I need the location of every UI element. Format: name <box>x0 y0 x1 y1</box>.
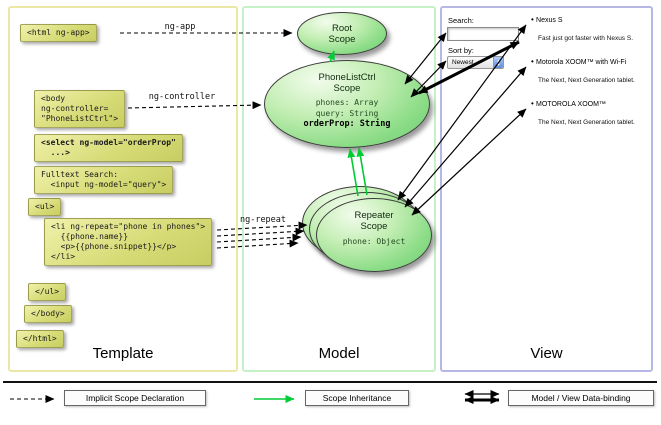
sort-select-value: Newest <box>452 59 474 66</box>
sort-select[interactable]: Newest ▲▼ <box>447 56 504 69</box>
legend-binding-arrow-icon <box>464 390 500 404</box>
legend-dashed-arrow-icon <box>10 395 55 403</box>
sort-by-label: Sort by: <box>448 46 474 55</box>
code-box-body-close: </body> <box>24 305 72 323</box>
code-box-li-repeat: <li ng-repeat="phone in phones"> {{phone… <box>44 218 213 266</box>
phone-item-desc: The Next, Next Generation tablet. <box>538 119 635 126</box>
model-column-label: Model <box>318 345 360 362</box>
phonelistctrl-scope-name: PhoneListCtrl Scope <box>318 72 376 94</box>
search-label: Search: <box>448 16 474 25</box>
code-box-body-open: <body ng-controller= "PhoneListCtrl"> <box>34 90 126 128</box>
phonelistctrl-scope-ellipse: PhoneListCtrl Scope phones: Array query:… <box>264 60 430 148</box>
phonelistctrl-scope-orderprop: orderProp: String <box>303 119 391 129</box>
template-column-label: Template <box>92 345 154 362</box>
phone-list-item: Motorola XOOM™ with Wi-Fi The Next, Next… <box>531 58 656 85</box>
view-column-label: View <box>530 345 563 362</box>
ng-controller-arrow-label: ng-controller <box>148 92 216 102</box>
legend-separator <box>3 381 657 383</box>
legend-inheritance-label: Scope Inheritance <box>305 390 409 406</box>
code-box-fulltext: Fulltext Search: <input ng-model="query"… <box>34 166 174 194</box>
phone-item-desc: Fast just got faster with Nexus S. <box>538 35 634 42</box>
select-stepper-icon: ▲▼ <box>493 57 503 68</box>
root-scope-name: Root Scope <box>328 22 356 45</box>
repeater-scope-props: phone: Object <box>342 237 406 246</box>
root-scope-ellipse: Root Scope <box>297 12 387 55</box>
legend-binding-label: Model / View Data-binding <box>508 390 654 406</box>
search-input[interactable] <box>447 27 519 41</box>
phone-item-title: Motorola XOOM™ with Wi-Fi <box>531 58 656 67</box>
phone-item-desc: The Next, Next Generation tablet. <box>538 77 635 84</box>
legend-implicit-label: Implicit Scope Declaration <box>64 390 206 406</box>
phone-list-item: MOTOROLA XOOM™ The Next, Next Generation… <box>531 100 656 127</box>
code-box-ul-close: </ul> <box>28 283 67 301</box>
code-box-select: <select ng-model="orderProp" ...> <box>34 134 183 162</box>
legend-green-arrow-icon <box>254 395 295 403</box>
code-box-html-close: </html> <box>16 330 64 348</box>
phone-list-item: Nexus S Fast just got faster with Nexus … <box>531 16 656 43</box>
phonelistctrl-scope-props: phones: Array query: String <box>315 98 379 118</box>
repeater-scope-ellipse: Repeater Scope phone: Object <box>316 198 432 272</box>
phone-item-title: MOTOROLA XOOM™ <box>531 100 656 109</box>
code-box-html-open: <html ng-app> <box>20 24 97 42</box>
phone-item-title: Nexus S <box>531 16 656 25</box>
repeater-scope-name: Repeater Scope <box>354 210 394 232</box>
ng-app-arrow-label: ng-app <box>164 22 196 32</box>
ng-repeat-arrow-label: ng-repeat <box>239 215 287 225</box>
code-box-ul-open: <ul> <box>28 198 62 216</box>
